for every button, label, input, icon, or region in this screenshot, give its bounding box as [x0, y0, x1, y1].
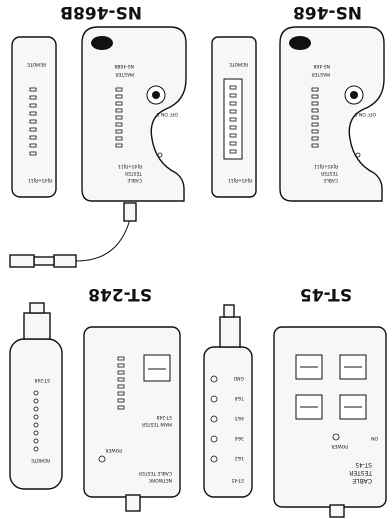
ns468-cable-label: CABLE — [323, 177, 338, 183]
title-ns468b: NS-468B — [60, 2, 142, 22]
ns468b-onoff: OFF ON S — [157, 111, 178, 117]
ns468b-tester-label: TESTER — [125, 170, 143, 176]
st248-remote-label: REMOTE — [31, 457, 50, 463]
st45-pair-leds — [210, 375, 218, 463]
ns468b-remote-leds — [29, 87, 37, 156]
st248-power-label: POWER — [105, 447, 122, 453]
st248-jack — [143, 354, 171, 382]
ns468-badge — [289, 36, 311, 50]
ns468-master-leds — [311, 87, 319, 148]
ns468-model-label: NS-468 — [313, 63, 330, 69]
st45-remote-model: ST-45 — [231, 477, 244, 483]
st45-on-label: ON — [371, 435, 378, 441]
st45-remote-unit: ST-45 1&2 3&6 4&5 7&8 GND — [203, 304, 253, 498]
ns468b-remote-conn: RJ45+RJ11 — [28, 177, 52, 183]
st248-remote-model: ST-248 — [34, 377, 50, 383]
st248-power-led — [98, 455, 106, 463]
ns468-conn-label: RJ45+RJ11 — [314, 163, 338, 169]
st248-leds — [117, 356, 125, 410]
title-st248: ST-248 — [88, 284, 152, 304]
ns468-master: CABLE TESTER RJ45+RJ11 OFF ON S MASTER N… — [279, 26, 385, 202]
ns468b-indicator — [157, 152, 163, 158]
title-st45: ST-45 — [300, 284, 352, 304]
ns468b-cable-label: CABLE — [127, 177, 142, 183]
st248-network-label: NETWORK — [148, 477, 172, 483]
ns468-indicator — [355, 152, 361, 158]
rj45-plug-right — [9, 254, 35, 268]
patch-cable — [9, 202, 137, 268]
ns468b-master-leds — [115, 87, 123, 148]
st45-cable-label: CABLE — [352, 477, 372, 484]
st248-main-label: MAIN TESTER — [142, 421, 172, 427]
ns468-remote-label: REMOTE — [229, 61, 248, 67]
st248-model-label: ST-248 — [156, 414, 172, 420]
st248-remote-unit: REMOTE ST-248 — [9, 302, 63, 490]
ns468-remote: RJ45+RJ11 REMOTE — [211, 36, 257, 198]
ns468b-master: CABLE TESTER RJ45+RJ11 OFF ON S MASTER N… — [81, 26, 187, 202]
ns468b-conn-label: RJ45+RJ11 — [118, 163, 142, 169]
ns468-onoff: OFF ON S — [355, 111, 376, 117]
st248-cable-label: CABLE TESTER — [139, 470, 172, 476]
st45-main-unit: CABLE TESTER ST-45 POWER ON — [273, 326, 387, 518]
st248-main-unit: NETWORK CABLE TESTER MAIN TESTER ST-248 … — [83, 326, 181, 512]
ns468-tester-label: TESTER — [321, 170, 339, 176]
pair-label-2: 3&6 — [235, 435, 244, 441]
st45-power-led — [332, 433, 340, 441]
ns468-master-label: MASTER — [311, 71, 330, 77]
ns468b-model-label: NS-468B — [114, 63, 134, 69]
ns468b-badge — [91, 36, 113, 50]
ns468b-master-label: MASTER — [115, 71, 134, 77]
ns468-remote-conn: RJ45+RJ11 — [228, 177, 252, 183]
st45-power-label: POWER — [331, 443, 348, 449]
ns468-remote-leds — [229, 85, 237, 154]
st45-tester-label: TESTER — [349, 469, 373, 476]
pair-label-3: 4&5 — [235, 415, 244, 421]
pair-label-1: 1&2 — [235, 455, 244, 461]
st45-model-label: ST-45 — [355, 461, 372, 468]
pair-label-4: 7&8 — [235, 395, 244, 401]
rj45-plug-left — [53, 254, 77, 268]
pair-label-5: GND — [233, 375, 244, 381]
ns468b-remote: RJ45+RJ11 REMOTE — [11, 36, 57, 198]
title-ns468: NS-468 — [293, 2, 362, 22]
st248-remote-leds — [33, 390, 39, 452]
ns468b-remote-label: REMOTE — [27, 61, 46, 67]
